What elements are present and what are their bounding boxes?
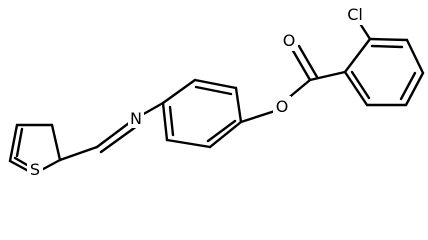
atom-label-chlorine: Cl <box>342 4 368 25</box>
atom-label-carbonyl-oxygen: O <box>280 30 298 51</box>
chlorobenzene-ring <box>308 20 425 107</box>
atom-label-nitrogen: N <box>128 108 144 128</box>
atom-label-sulfur: S <box>27 160 43 179</box>
para-phenylene-ring <box>161 78 243 149</box>
svg-text:N: N <box>130 109 142 128</box>
svg-text:S: S <box>30 160 40 179</box>
molecule-structure-diagram: S N O O Cl <box>8 4 425 179</box>
atom-label-ester-oxygen: O <box>273 96 291 117</box>
imine-linker <box>58 101 165 162</box>
svg-text:O: O <box>276 97 289 116</box>
svg-text:Cl: Cl <box>347 5 363 24</box>
svg-text:O: O <box>283 31 296 50</box>
